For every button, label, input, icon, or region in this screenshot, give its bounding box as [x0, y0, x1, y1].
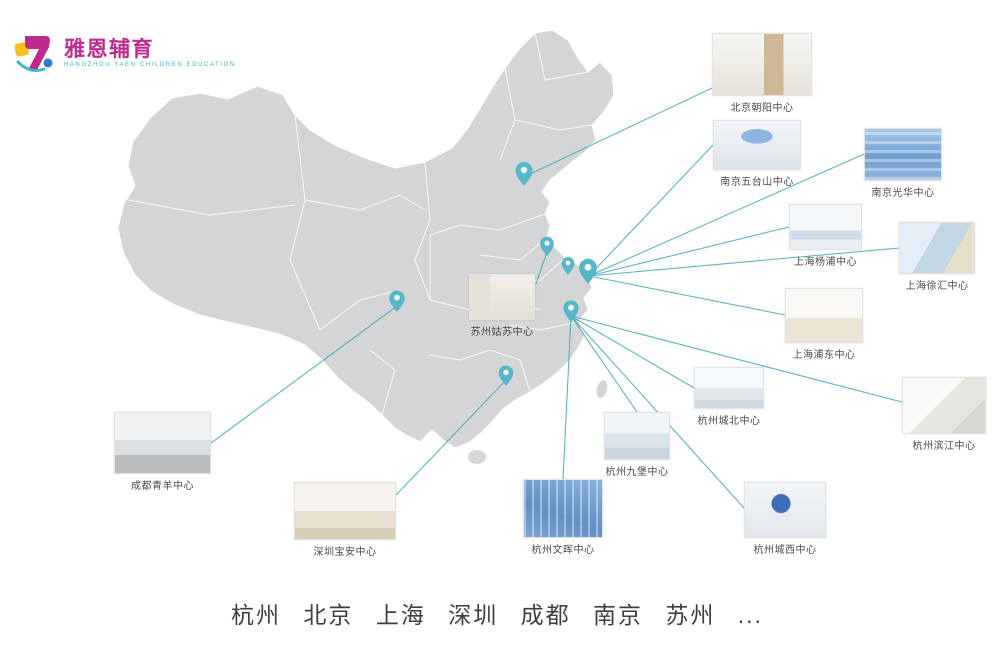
taiwan-island — [596, 380, 608, 398]
center-label: 上海浦东中心 — [792, 350, 856, 361]
center-card-nanjing-wutaishan: 南京五台山中心 — [713, 120, 801, 188]
center-label: 杭州城西中心 — [753, 545, 817, 556]
center-card-beijing-chaoyang: 北京朝阳中心 — [712, 33, 812, 114]
center-photo — [864, 128, 942, 181]
center-photo — [604, 412, 670, 460]
center-photo — [712, 33, 812, 96]
logo-icon — [14, 36, 53, 72]
center-photo — [694, 367, 764, 409]
center-photo — [902, 377, 986, 434]
center-photo — [785, 288, 863, 343]
center-photo — [899, 222, 975, 274]
center-label: 南京五台山中心 — [720, 177, 794, 188]
brand-subtitle: HANGZHOU YAEN CHILDREN EDUCATION — [64, 62, 236, 69]
center-photo — [469, 274, 535, 320]
china-landmass — [117, 29, 615, 449]
hainan-island — [468, 450, 486, 464]
center-photo — [523, 479, 603, 538]
center-label: 北京朝阳中心 — [730, 103, 794, 114]
center-card-shanghai-yangpu: 上海杨浦中心 — [789, 204, 862, 268]
center-card-hangzhou-chengbei: 杭州城北中心 — [694, 367, 764, 427]
center-card-hangzhou-chengxi: 杭州城西中心 — [744, 482, 826, 556]
center-photo — [713, 120, 801, 170]
center-card-shanghai-xuhui: 上海徐汇中心 — [899, 222, 975, 292]
brand-logo: 雅恩辅育 HANGZHOU YAEN CHILDREN EDUCATION — [12, 30, 236, 76]
center-card-shenzhen-baoan: 深圳宝安中心 — [294, 482, 396, 558]
center-card-shanghai-pudong: 上海浦东中心 — [785, 288, 863, 361]
center-card-hangzhou-wenhui: 杭州文晖中心 — [523, 479, 603, 556]
center-label: 上海杨浦中心 — [794, 257, 857, 268]
center-photo — [114, 412, 211, 474]
center-photo — [789, 204, 862, 250]
center-photo — [744, 482, 826, 538]
center-label: 杭州文晖中心 — [531, 545, 595, 556]
center-label: 上海徐汇中心 — [905, 281, 969, 292]
center-label: 杭州滨江中心 — [912, 441, 976, 452]
center-card-nanjing-guanghua: 南京光华中心 — [864, 128, 942, 199]
connector-lines — [210, 87, 903, 509]
center-photo — [294, 482, 396, 540]
center-card-suzhou-gusu: 苏州姑苏中心 — [469, 274, 535, 338]
brand-name: 雅恩辅育 — [64, 37, 154, 61]
center-label: 杭州九堡中心 — [605, 467, 669, 478]
center-card-hangzhou-binjiang: 杭州滨江中心 — [902, 377, 986, 452]
center-label: 杭州城北中心 — [697, 416, 761, 427]
city-list: 杭州 北京 上海 深圳 成都 南京 苏州 ... — [231, 602, 763, 628]
center-card-chengdu-qingyang: 成都青羊中心 — [114, 412, 211, 492]
center-label: 成都青羊中心 — [131, 481, 194, 492]
center-label: 苏州姑苏中心 — [470, 327, 534, 338]
center-label: 南京光华中心 — [871, 188, 935, 199]
center-label: 深圳宝安中心 — [313, 547, 377, 558]
center-card-hangzhou-jiubao: 杭州九堡中心 — [604, 412, 670, 478]
